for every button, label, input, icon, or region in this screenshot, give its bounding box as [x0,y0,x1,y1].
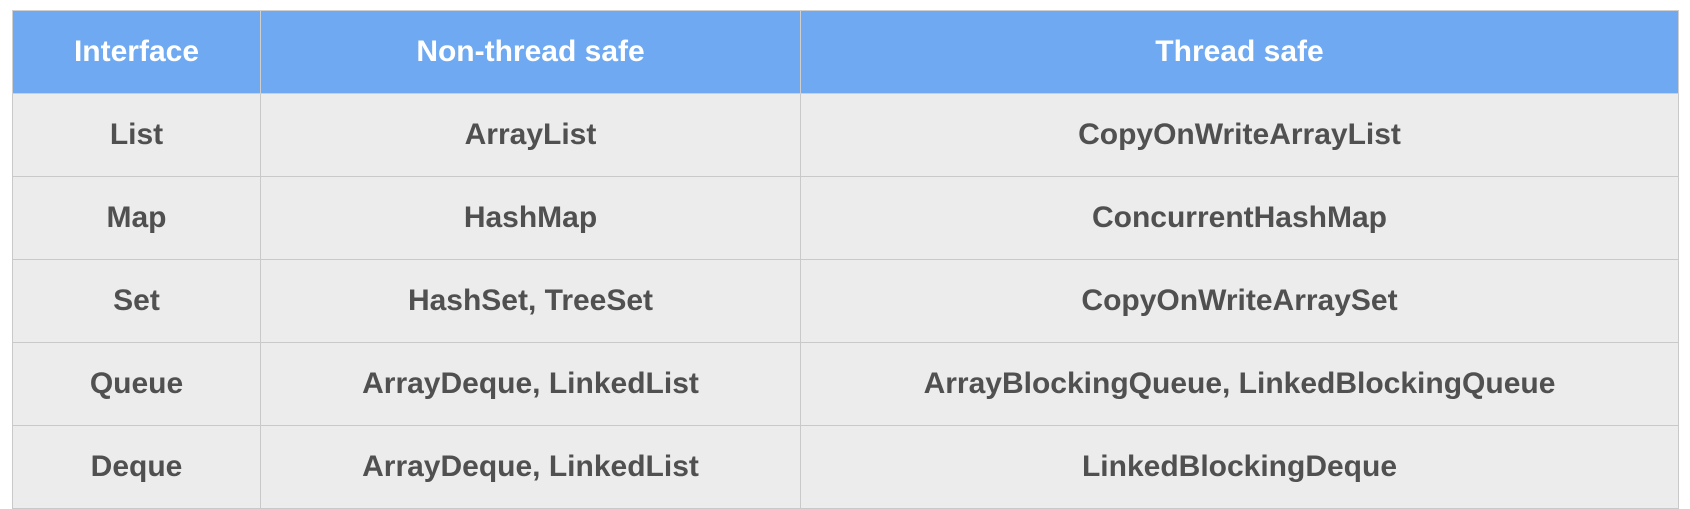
header-non-thread-safe: Non-thread safe [260,10,801,94]
header-interface: Interface [12,10,261,94]
table-row: Queue ArrayDeque, LinkedList ArrayBlocki… [12,342,1679,426]
cell-interface: Deque [12,425,261,509]
cell-thread-safe: CopyOnWriteArrayList [800,93,1679,177]
cell-non-thread-safe: ArrayDeque, LinkedList [260,342,801,426]
cell-interface: List [12,93,261,177]
table-row: Deque ArrayDeque, LinkedList LinkedBlock… [12,425,1679,509]
cell-thread-safe: ArrayBlockingQueue, LinkedBlockingQueue [800,342,1679,426]
table-header-row: Interface Non-thread safe Thread safe [12,10,1679,94]
cell-thread-safe: CopyOnWriteArraySet [800,259,1679,343]
table-row: List ArrayList CopyOnWriteArrayList [12,93,1679,177]
table-row: Map HashMap ConcurrentHashMap [12,176,1679,260]
cell-interface: Map [12,176,261,260]
collections-table: Interface Non-thread safe Thread safe Li… [12,10,1679,509]
cell-interface: Queue [12,342,261,426]
cell-thread-safe: LinkedBlockingDeque [800,425,1679,509]
cell-non-thread-safe: HashMap [260,176,801,260]
table-row: Set HashSet, TreeSet CopyOnWriteArraySet [12,259,1679,343]
cell-non-thread-safe: ArrayDeque, LinkedList [260,425,801,509]
collections-table-container: Interface Non-thread safe Thread safe Li… [12,10,1679,509]
cell-non-thread-safe: ArrayList [260,93,801,177]
header-thread-safe: Thread safe [800,10,1679,94]
cell-non-thread-safe: HashSet, TreeSet [260,259,801,343]
cell-interface: Set [12,259,261,343]
cell-thread-safe: ConcurrentHashMap [800,176,1679,260]
